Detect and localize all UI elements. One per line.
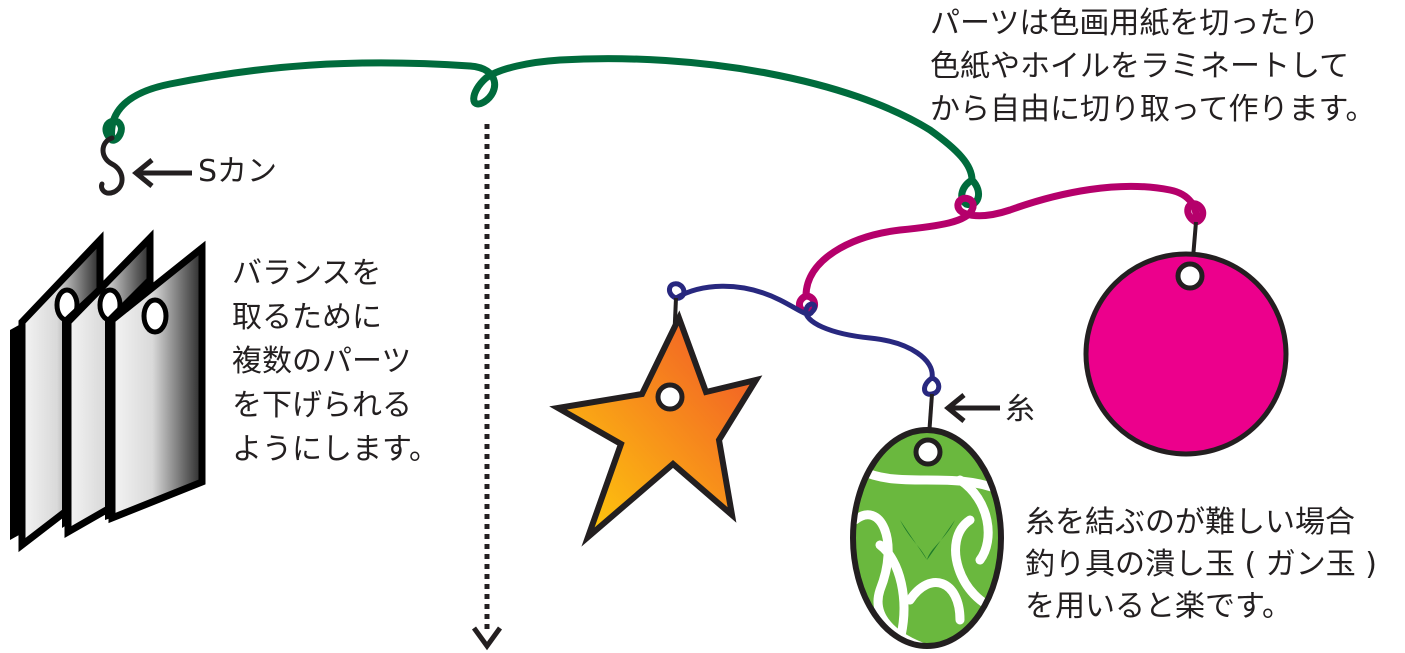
- knot-note: 糸を結ぶのが難しい場合 釣り具の潰し玉 ( ガン玉 ) を用いると楽です。: [1025, 502, 1377, 628]
- s-hook-label: Sカン: [198, 154, 278, 189]
- star-icon: [549, 310, 763, 547]
- parts-note-line: 色紙やホイルをラミネートして: [930, 49, 1350, 84]
- balance-note-line: 複数のパーツ: [232, 344, 412, 379]
- parts-note-line: から自由に切り取って作ります。: [930, 92, 1376, 127]
- balance-axis: [471, 124, 503, 651]
- circle-part-icon: [1083, 251, 1289, 457]
- knot-note-line: 糸を結ぶのが難しい場合: [1025, 505, 1355, 540]
- balance-note-line: バランスを: [232, 256, 382, 291]
- arrow-left-icon: [944, 393, 1000, 423]
- balance-note: バランスを 取るために 複数のパーツ を下げられる ようにします。: [232, 252, 439, 472]
- balance-note-line: ようにします。: [232, 432, 439, 467]
- s-hook-icon: [99, 135, 125, 196]
- arrow-left-icon: [132, 158, 192, 188]
- oval-part-icon: [850, 427, 1004, 649]
- card-part-icon: [10, 229, 206, 553]
- parts-note-line: パーツは色画用紙を切ったり: [930, 6, 1320, 41]
- knot-note-line: を用いると楽です。: [1025, 589, 1292, 624]
- knot-note-line: 釣り具の潰し玉 ( ガン玉 ): [1025, 547, 1378, 582]
- balance-note-line: を下げられる: [232, 388, 412, 423]
- thread-label: 糸: [1005, 392, 1035, 427]
- balance-note-line: 取るために: [232, 300, 382, 335]
- top-wire: [102, 55, 983, 209]
- parts-note: パーツは色画用紙を切ったり 色紙やホイルをラミネートして から自由に切り取って作…: [930, 2, 1376, 131]
